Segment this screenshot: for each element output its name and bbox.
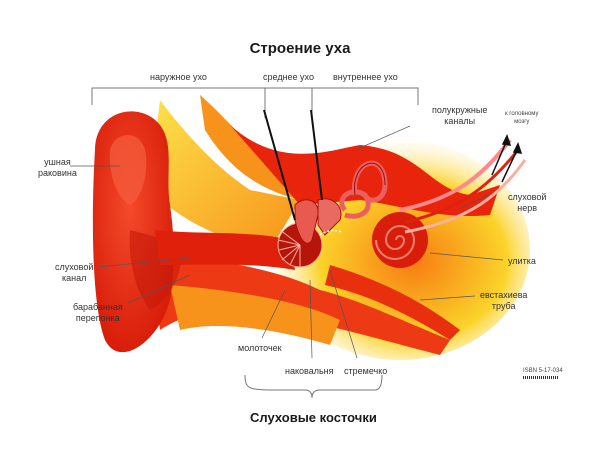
- ossicles-bracket: [244, 374, 383, 399]
- eustachian-tube-shape: [325, 265, 460, 340]
- incus-shape: [317, 198, 342, 236]
- label-eustachian-tube: евстахиева труба: [480, 290, 528, 311]
- label-auditory-nerve: слуховой нерв: [508, 192, 547, 213]
- ear-canal-shape: [155, 230, 295, 270]
- label-stapes: стремечко: [344, 366, 388, 376]
- label-ear-canal: слуховой канал: [55, 262, 94, 283]
- label-eardrum: барабанная перепонка: [73, 302, 123, 323]
- label-inner-ear: внутреннее ухо: [333, 72, 398, 82]
- auditory-nerve-shape: [399, 138, 527, 234]
- barcode: [523, 376, 559, 379]
- isbn-text: ISBN 5-17-034: [523, 368, 563, 374]
- page-title: Строение уха: [249, 40, 351, 57]
- label-malleus: молоточек: [238, 343, 282, 353]
- label-middle-ear: среднее ухо: [263, 72, 314, 82]
- label-auricle: ушная раковина: [38, 157, 77, 178]
- stapes-shape: [319, 229, 343, 236]
- to-brain-arrows: [491, 134, 523, 183]
- label-semicircular-canals: полукружные каналы: [432, 105, 488, 126]
- label-outer-ear: наружное ухо: [150, 72, 207, 82]
- label-to-brain: к головному мозгу: [505, 111, 539, 125]
- label-cochlea: улитка: [508, 256, 536, 266]
- cochlea-shape: [372, 212, 428, 268]
- label-incus: наковальня: [285, 366, 334, 376]
- malleus-shape: [294, 199, 319, 244]
- ossicles-title: Слуховые косточки: [250, 410, 377, 425]
- leader-lines: [70, 125, 504, 359]
